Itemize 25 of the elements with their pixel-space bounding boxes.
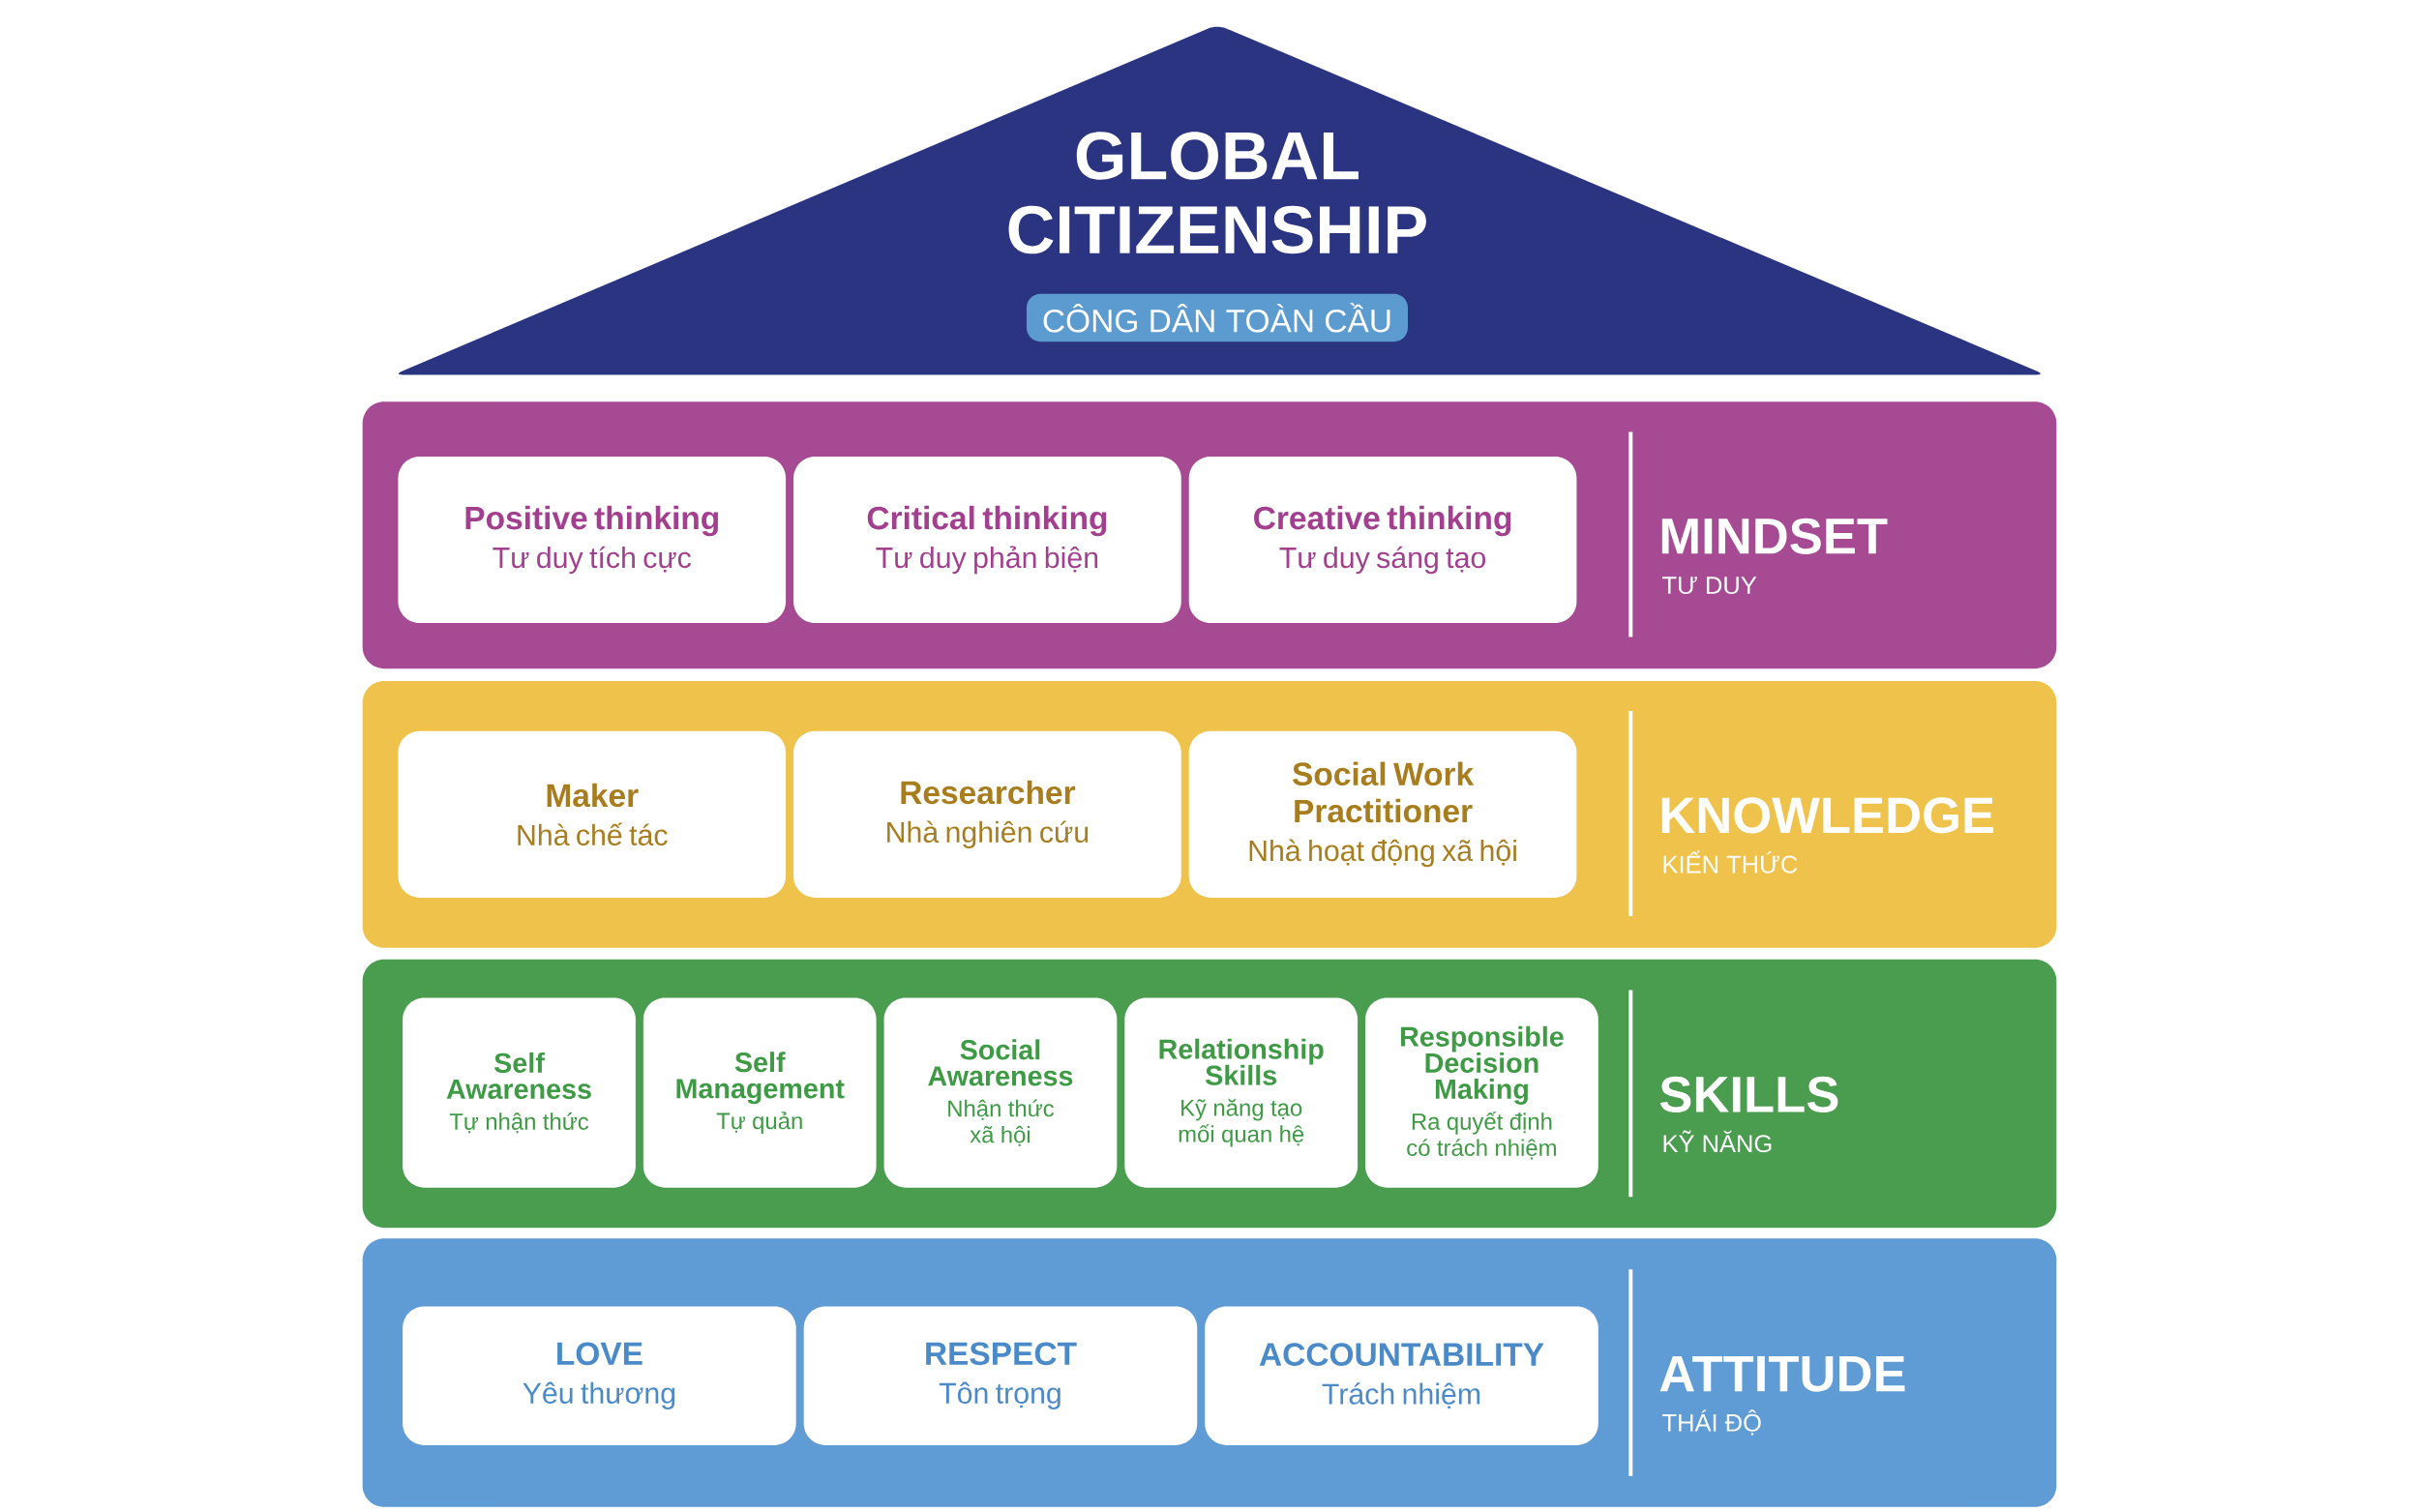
- roof-shape: [398, 26, 2041, 375]
- item-card: Creative thinking Tư duy sáng tạo: [1188, 457, 1577, 624]
- item-card: Self Management Tự quản: [642, 997, 877, 1188]
- layer-subtitle: TƯ DUY: [1662, 577, 1757, 595]
- item-card: Researcher Nhà nghiên cứu: [793, 731, 1181, 899]
- layer-title: MINDSET: [1661, 518, 1888, 555]
- item-card: ACCOUNTABILITY Trách nhiệm: [1205, 1306, 1598, 1446]
- layer-subtitle: KIẾN THỨC: [1663, 850, 1798, 874]
- item-card: Social Awareness Nhận thức xã hội: [883, 997, 1118, 1188]
- item-card: LOVE Yêu thương: [403, 1306, 796, 1446]
- layer-title: KNOWLEDGE: [1661, 797, 1994, 834]
- item-card: Self Awareness Tự nhận thức: [403, 997, 636, 1188]
- item-card: RESPECT Tôn trọng: [803, 1306, 1198, 1446]
- item-card: Relationship Skills Kỹ năng tạo mối quan hệ: [1124, 997, 1359, 1188]
- item-card: Social Work Practitioner Nhà hoạt động xã hội: [1188, 731, 1577, 899]
- layer-title: ATTITUDE: [1659, 1356, 1905, 1392]
- item-card: Responsible Decision Making Ra quyết định có trách nhiệm: [1365, 997, 1598, 1188]
- item-card: Positive thinking Tư duy tích cực: [398, 457, 787, 624]
- subtitle-pill: CÔNG DÂN TOÀN CẦU: [1027, 293, 1408, 342]
- layer-title: SKILLS: [1659, 1077, 1838, 1113]
- roof-title: GLOBAL CITIZENSHIP: [1008, 132, 1426, 254]
- item-card: Critical thinking Tư duy phản biện: [793, 457, 1181, 624]
- item-card: Maker Nhà chế tác: [398, 731, 787, 899]
- layer-subtitle: THÁI ĐỘ: [1662, 1409, 1761, 1436]
- layer-subtitle: KỸ NĂNG: [1663, 1130, 1772, 1153]
